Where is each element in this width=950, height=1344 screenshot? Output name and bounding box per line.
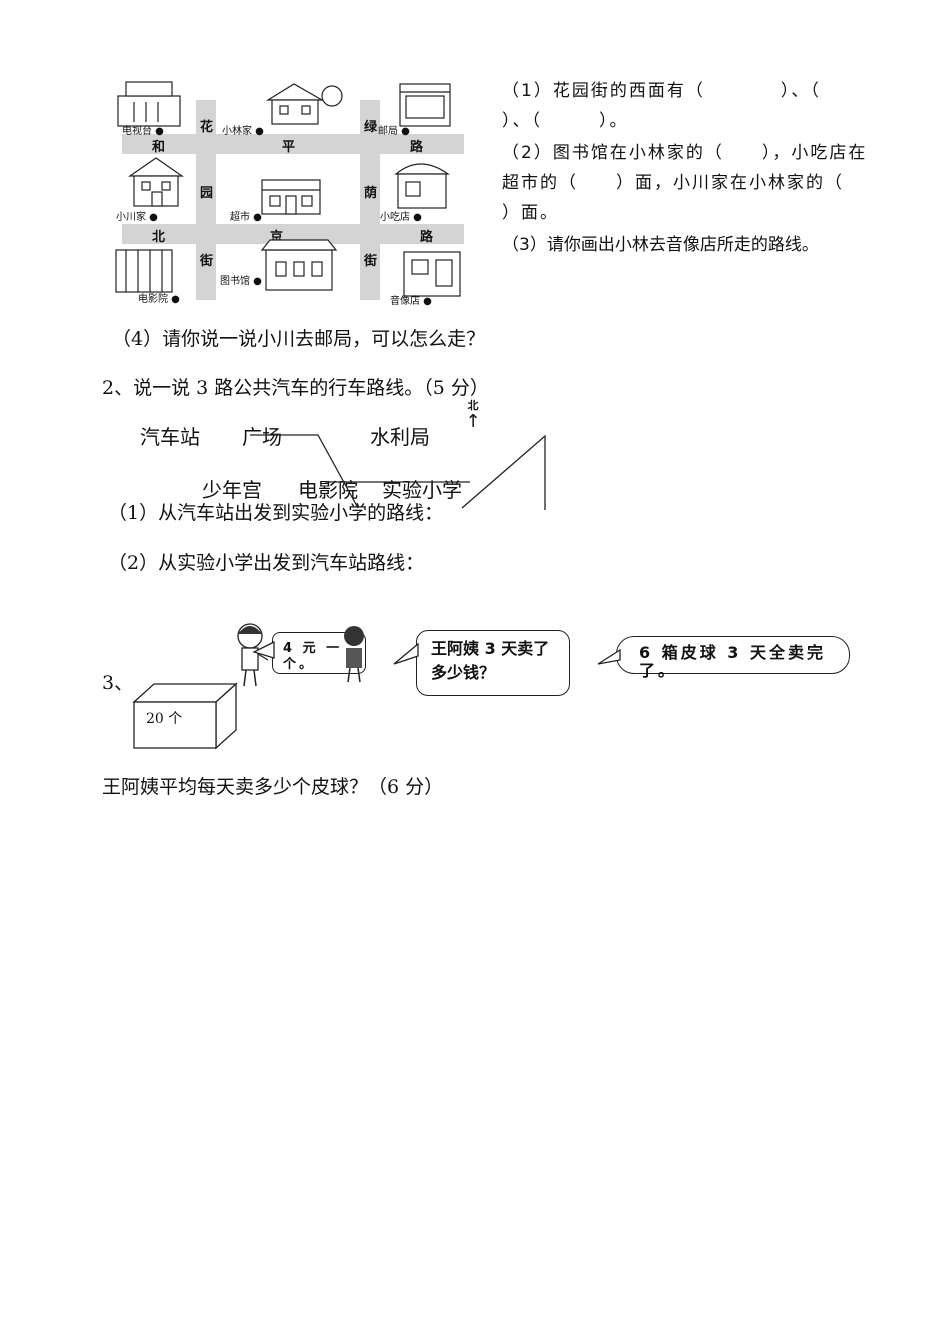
q1-line: （2）图书馆在小林家的（ ），小吃店在 — [502, 143, 868, 163]
question-bubble-text: 王阿姨 3 天卖了多少钱？ — [431, 639, 550, 682]
north-label: 北 — [467, 399, 479, 412]
street-label: 和 — [152, 140, 166, 155]
place-label-library: 图书馆 ● — [220, 276, 262, 287]
street-label: 街 — [200, 254, 214, 269]
street-label: 路 — [420, 230, 434, 245]
q1-line: （1）花园街的西面有（ ）、（ — [502, 81, 821, 101]
street-label: 路 — [410, 140, 424, 155]
stop-square: 广场 — [242, 425, 282, 449]
place-label-audio-shop: 音像店 ● — [390, 296, 432, 307]
street-label: 园 — [200, 186, 214, 201]
q2-sub1: （1）从汽车站出发到实验小学的路线： — [108, 502, 444, 524]
box-label: 20 个 — [146, 711, 183, 727]
building-drawings — [115, 81, 461, 297]
street-label: 平 — [282, 140, 296, 155]
q1-line: ）、（ ）。 — [502, 111, 629, 131]
xiaochuan-home-building-icon — [128, 157, 184, 207]
street-label: 街 — [364, 254, 378, 269]
price-text: 4 元 一 个。 — [283, 641, 343, 672]
street-lvyinjie — [360, 100, 380, 300]
street-huayuanjie — [196, 100, 216, 300]
boy-figure-icon — [344, 626, 364, 683]
place-label-post-office: 邮局 ● — [378, 126, 410, 137]
street-label: 绿 — [364, 120, 378, 135]
place-label-tv-station: 电视台 ● — [122, 126, 164, 137]
question-speech-bubble: 王阿姨 3 天卖了多少钱？ — [416, 630, 570, 696]
north-arrow-icon: ↑ — [465, 411, 481, 432]
q2-title: 2、说一说 3 路公共汽车的行车路线。（5 分） — [102, 377, 489, 399]
bus-route-line — [461, 434, 546, 510]
audio-shop-building-icon — [403, 251, 461, 297]
ball-box-drawing — [132, 682, 238, 750]
stop-bus-station: 汽车站 — [140, 425, 200, 449]
bubble-tail — [597, 648, 621, 665]
sold-speech-bubble: 6 箱皮球 3 天全卖完了。 — [616, 636, 850, 680]
q1-text: （1）花园街的西面有（ ）、（ ）、（ ）。 （2）图书馆在小林家的（ ），小吃… — [502, 76, 882, 260]
q1-line: 超市的（ ）面，小川家在小林家的（ — [502, 173, 844, 193]
street-label: 北 — [152, 230, 166, 245]
street-label: 荫 — [364, 186, 378, 201]
street-label: 花 — [200, 120, 214, 135]
q3-question: 王阿姨平均每天卖多少个皮球？（6 分） — [102, 776, 444, 798]
neighborhood-map: 和 平 路 北 京 路 花 园 街 绿 荫 街 — [108, 78, 470, 307]
q1-line: ）面。 — [502, 203, 559, 223]
tv-station-building-icon — [117, 81, 181, 127]
xiaolin-home-building-icon — [265, 83, 343, 125]
girl-figure-icon — [237, 623, 269, 687]
snack-shop-building-icon — [394, 163, 450, 209]
place-label-cinema: 电影院 ● — [138, 294, 180, 305]
place-label-snack-shop: 小吃店 ● — [380, 212, 422, 223]
q1-sub4: （4）请你说一说小川去邮局，可以怎么走？ — [112, 328, 486, 350]
place-label-xiaolin-home: 小林家 ● — [222, 126, 264, 137]
library-building-icon — [260, 239, 338, 291]
place-label-supermarket: 超市 ● — [230, 212, 262, 223]
bubble-tail — [393, 642, 419, 665]
post-office-building-icon — [399, 83, 451, 127]
north-indicator: 北 ↑ — [463, 400, 483, 432]
cinema-building-icon — [115, 249, 173, 293]
q3-number: 3、 — [102, 672, 134, 694]
place-label-xiaochuan-home: 小川家 ● — [116, 212, 158, 223]
bubble-tail — [252, 640, 275, 659]
sold-bubble-text: 6 箱皮球 3 天全卖完了。 — [639, 643, 826, 680]
q2-sub2: （2）从实验小学出发到汽车站路线： — [108, 552, 425, 574]
q1-line: （3）请你画出小林去音像店所走的路线。 — [502, 235, 819, 255]
stop-water-bureau: 水利局 — [370, 425, 430, 449]
supermarket-building-icon — [261, 179, 321, 215]
